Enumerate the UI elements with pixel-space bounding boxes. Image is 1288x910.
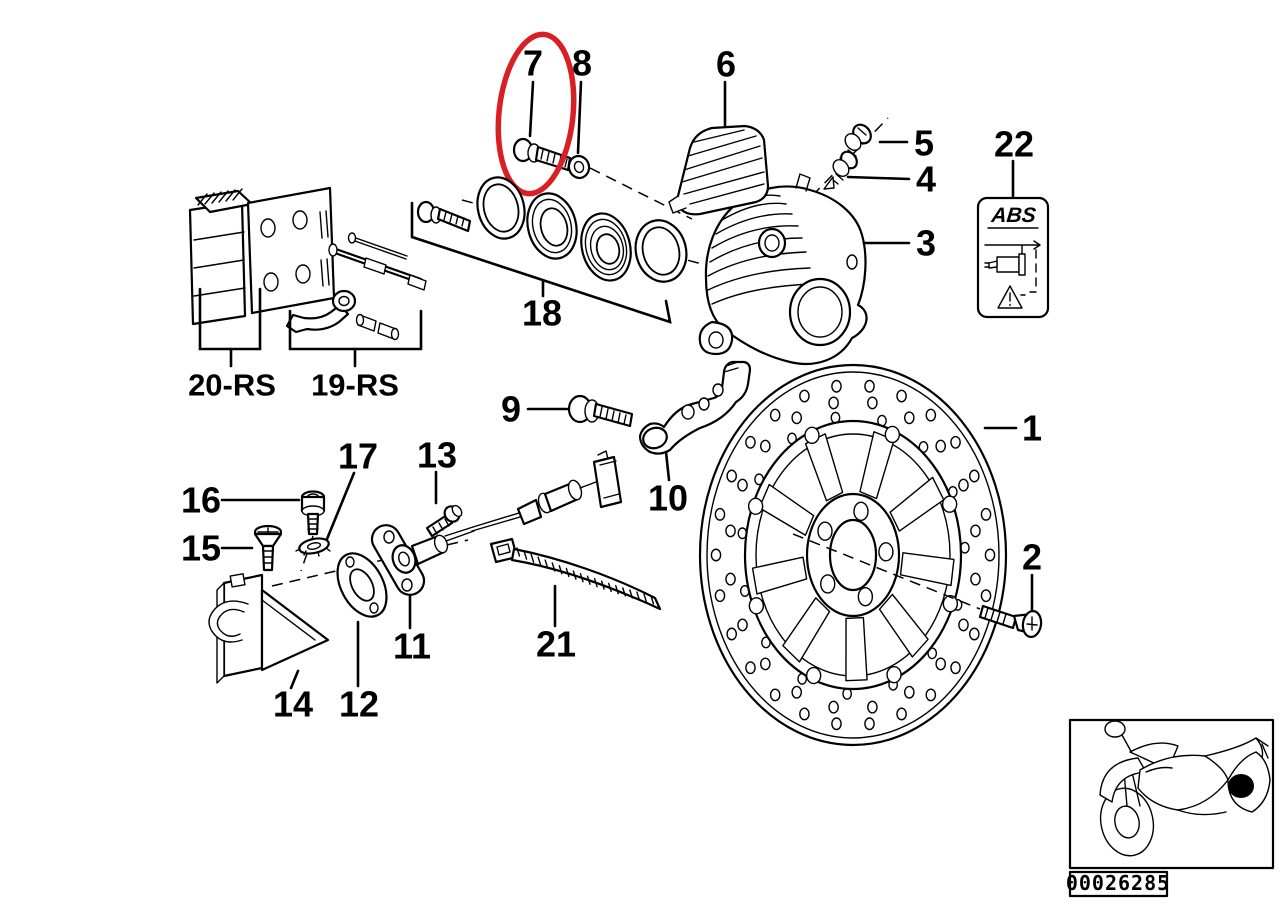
seal-ring-4 <box>634 219 688 283</box>
callout-labels: 1 2 3 4 5 6 7 8 9 10 11 12 13 14 15 16 1… <box>181 43 1042 725</box>
sensor-screw <box>425 504 463 538</box>
callout-17[interactable]: 17 <box>338 436 378 477</box>
pad-retainer-clip <box>285 289 357 334</box>
leader-lines <box>220 80 1034 690</box>
motorcycle-thumbnail: 00026285 <box>1066 718 1275 898</box>
bleed-screw-lower <box>823 150 858 190</box>
leader-7 <box>528 80 535 138</box>
bracket-18 <box>410 201 672 324</box>
leader-10 <box>664 450 671 482</box>
callout-9[interactable]: 9 <box>501 389 521 430</box>
motorcycle-icon <box>1099 720 1271 857</box>
callout-13[interactable]: 13 <box>417 435 457 476</box>
callout-19rs[interactable]: 19-RS <box>311 368 399 403</box>
torque-bracket <box>638 360 752 455</box>
bracket-bolt <box>567 394 634 428</box>
seal-ring-2 <box>526 192 578 260</box>
fiche-number-stamp: 00026285 <box>1066 870 1170 898</box>
callout-12[interactable]: 12 <box>339 684 379 725</box>
abs-sensor <box>370 524 475 596</box>
sensor-gasket <box>336 552 388 618</box>
callout-1[interactable]: 1 <box>1022 408 1042 449</box>
seal-ring-1 <box>476 176 526 240</box>
warning-triangle-icon <box>997 285 1023 309</box>
rear-brake-location-dot <box>1228 774 1254 798</box>
hub-to-bolt-axis <box>792 533 981 610</box>
kit-bolt <box>416 200 472 233</box>
brake-caliper <box>698 173 868 366</box>
leader-4 <box>846 175 911 181</box>
callout-10[interactable]: 10 <box>648 478 688 519</box>
callout-22[interactable]: 22 <box>994 124 1034 165</box>
socket-head-bolt <box>300 490 326 536</box>
callout-3[interactable]: 3 <box>916 223 936 264</box>
seal-ring-3 <box>580 212 632 282</box>
tie-serrations <box>516 547 655 605</box>
cable-tie <box>489 537 662 611</box>
lock-washer <box>295 537 331 557</box>
callout-5[interactable]: 5 <box>914 123 934 164</box>
leader-14 <box>289 669 300 690</box>
callout-6[interactable]: 6 <box>716 44 736 85</box>
sensor-cable-connector <box>471 450 623 532</box>
callout-11[interactable]: 11 <box>393 626 431 667</box>
pad-spring-cover <box>668 124 770 216</box>
kit-sleeves <box>355 313 400 341</box>
callout-8[interactable]: 8 <box>572 43 592 84</box>
leader-17 <box>325 471 356 541</box>
callout-14[interactable]: 14 <box>273 684 313 725</box>
bleed-screw-upper <box>839 123 872 164</box>
callout-2[interactable]: 2 <box>1022 537 1042 578</box>
sensor-glyph <box>984 253 1026 276</box>
disc-bolt <box>978 604 1043 639</box>
disc-carrier-spokes <box>747 425 959 685</box>
fiche-number: 00026285 <box>1066 871 1170 895</box>
seal-kit <box>410 176 688 324</box>
abs-sticker: ABS <box>976 196 1050 319</box>
callout-16[interactable]: 16 <box>181 480 221 521</box>
callout-4[interactable]: 4 <box>916 159 936 200</box>
callout-15[interactable]: 15 <box>181 528 221 569</box>
countersunk-screw <box>253 524 283 572</box>
repair-kit-19rs <box>285 232 427 368</box>
disc-hub <box>805 492 901 618</box>
callout-21[interactable]: 21 <box>536 624 576 665</box>
callout-7[interactable]: 7 <box>523 43 543 84</box>
mount-bracket <box>208 573 330 684</box>
brake-pads-20rs <box>188 186 336 368</box>
leader-8 <box>576 80 583 155</box>
highlight-ellipse-part-7 <box>495 31 577 197</box>
callout-20rs[interactable]: 20-RS <box>188 368 276 403</box>
washer-part8 <box>567 154 591 180</box>
callout-18[interactable]: 18 <box>522 293 562 334</box>
abs-sticker-text: ABS <box>989 204 1037 227</box>
brake-disc <box>698 363 1008 747</box>
